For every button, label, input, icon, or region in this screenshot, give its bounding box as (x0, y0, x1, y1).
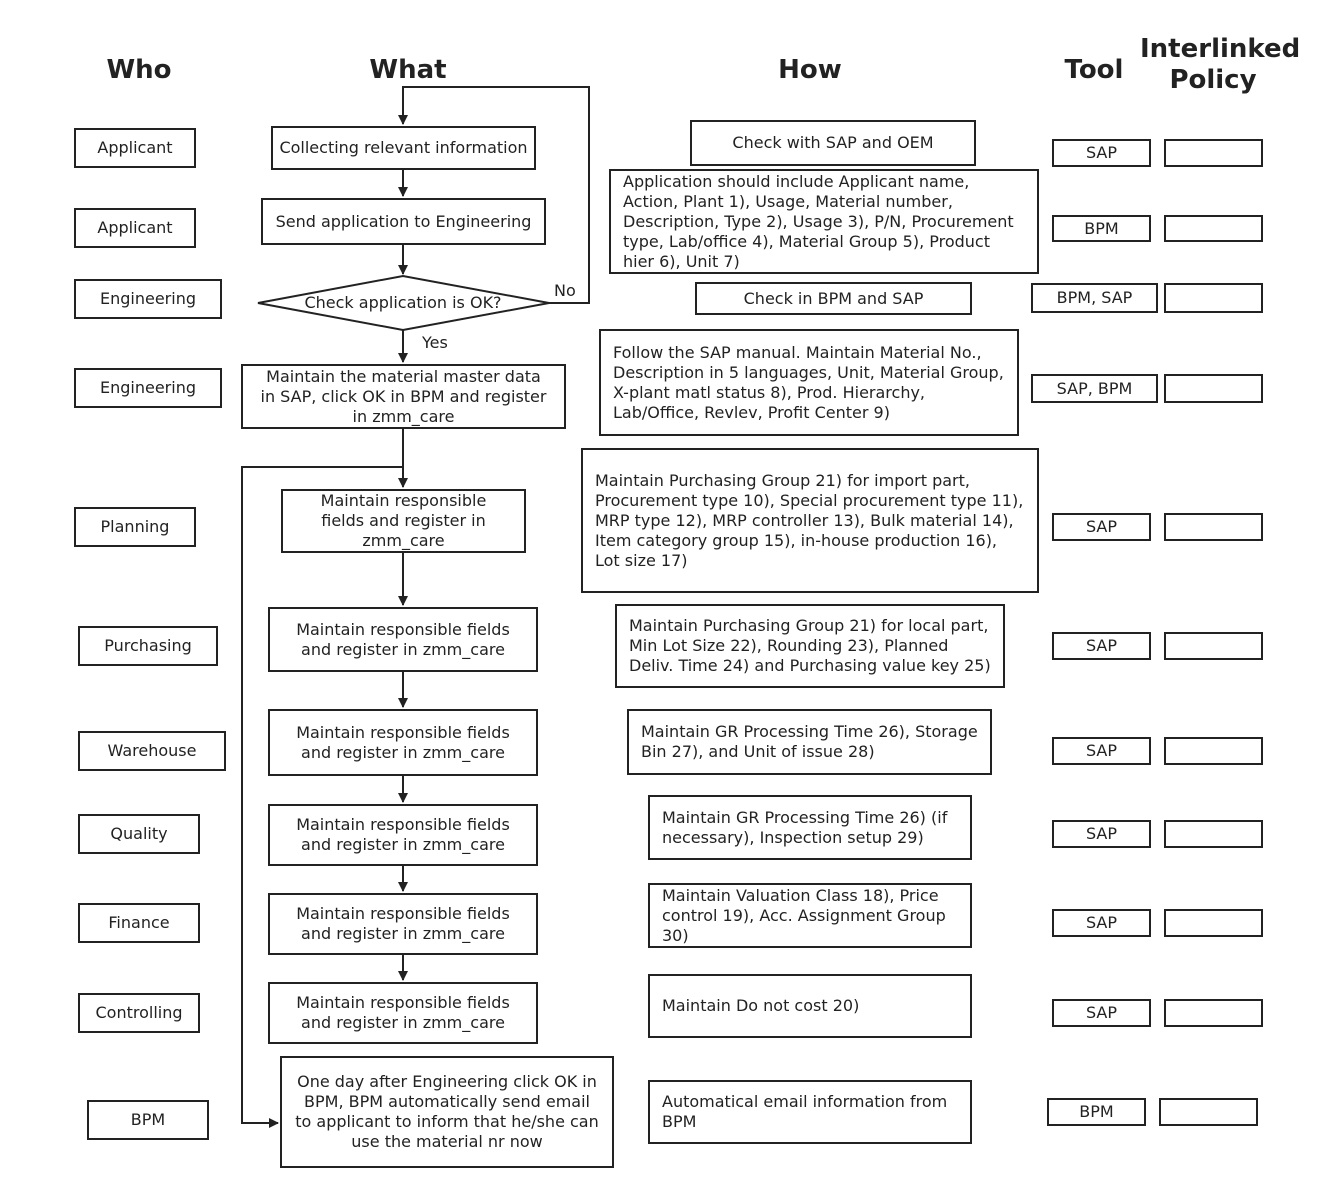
how-engineering-1: Check in BPM and SAP (695, 282, 972, 315)
tool-applicant-1: SAP (1052, 139, 1151, 167)
decision-diamond (257, 274, 550, 332)
who-purchasing: Purchasing (78, 626, 218, 666)
policy-cell-1 (1164, 139, 1263, 167)
tool-engineering-2: SAP, BPM (1031, 374, 1158, 403)
policy-cell-5 (1164, 513, 1263, 541)
how-applicant-1: Check with SAP and OEM (690, 120, 976, 166)
how-controlling: Maintain Do not cost 20) (648, 974, 972, 1038)
tool-planning: SAP (1052, 513, 1151, 541)
tool-applicant-2: BPM (1052, 215, 1151, 242)
policy-cell-9 (1164, 909, 1263, 937)
header-policy: Interlinked Policy (1140, 34, 1301, 95)
who-engineering-2: Engineering (74, 368, 222, 408)
step-finance: Maintain responsible fields and register… (268, 893, 538, 955)
step-bpm-email: One day after Engineering click OK in BP… (280, 1056, 614, 1168)
step-warehouse: Maintain responsible fields and register… (268, 709, 538, 776)
who-bpm: BPM (87, 1100, 209, 1140)
tool-purchasing: SAP (1052, 632, 1151, 660)
step-send-application: Send application to Engineering (261, 198, 546, 245)
tool-bpm: BPM (1047, 1098, 1146, 1126)
who-applicant-2: Applicant (74, 208, 196, 248)
how-applicant-2: Application should include Applicant nam… (609, 169, 1039, 274)
step-quality: Maintain responsible fields and register… (268, 804, 538, 866)
header-who: Who (106, 55, 172, 85)
header-what: What (369, 55, 447, 85)
who-finance: Finance (78, 903, 200, 943)
how-finance: Maintain Valuation Class 18), Price cont… (648, 883, 972, 948)
policy-cell-6 (1164, 632, 1263, 660)
who-warehouse: Warehouse (78, 731, 226, 771)
step-controlling: Maintain responsible fields and register… (268, 982, 538, 1044)
who-controlling: Controlling (78, 993, 200, 1033)
decision-check-label: Check application is OK? (304, 293, 502, 312)
tool-warehouse: SAP (1052, 737, 1151, 765)
how-warehouse: Maintain GR Processing Time 26), Storage… (627, 709, 992, 775)
policy-cell-7 (1164, 737, 1263, 765)
policy-cell-4 (1164, 374, 1263, 403)
label-no: No (554, 281, 576, 300)
who-applicant-1: Applicant (74, 128, 196, 168)
header-how: How (778, 55, 842, 85)
how-planning: Maintain Purchasing Group 21) for import… (581, 448, 1039, 593)
tool-engineering-1: BPM, SAP (1031, 283, 1158, 313)
step-planning: Maintain responsible fields and register… (281, 489, 526, 553)
step-purchasing: Maintain responsible fields and register… (268, 607, 538, 672)
who-quality: Quality (78, 814, 200, 854)
who-engineering-1: Engineering (74, 279, 222, 319)
policy-cell-2 (1164, 215, 1263, 242)
label-yes: Yes (422, 333, 448, 352)
how-engineering-2: Follow the SAP manual. Maintain Material… (599, 329, 1019, 436)
how-bpm: Automatical email information from BPM (648, 1080, 972, 1144)
step-maintain-master: Maintain the material master data in SAP… (241, 364, 566, 429)
arrow-check-no-loop (398, 86, 590, 304)
policy-cell-8 (1164, 820, 1263, 848)
tool-quality: SAP (1052, 820, 1151, 848)
policy-cell-11 (1159, 1098, 1258, 1126)
header-tool: Tool (1064, 55, 1124, 85)
how-purchasing: Maintain Purchasing Group 21) for local … (615, 604, 1005, 688)
tool-controlling: SAP (1052, 999, 1151, 1027)
tool-finance: SAP (1052, 909, 1151, 937)
policy-cell-10 (1164, 999, 1263, 1027)
policy-cell-3 (1164, 283, 1263, 313)
how-quality: Maintain GR Processing Time 26) (if nece… (648, 795, 972, 860)
who-planning: Planning (74, 507, 196, 547)
arrow-branch-bpm (241, 466, 403, 1128)
step-collect-info: Collecting relevant information (271, 126, 536, 170)
